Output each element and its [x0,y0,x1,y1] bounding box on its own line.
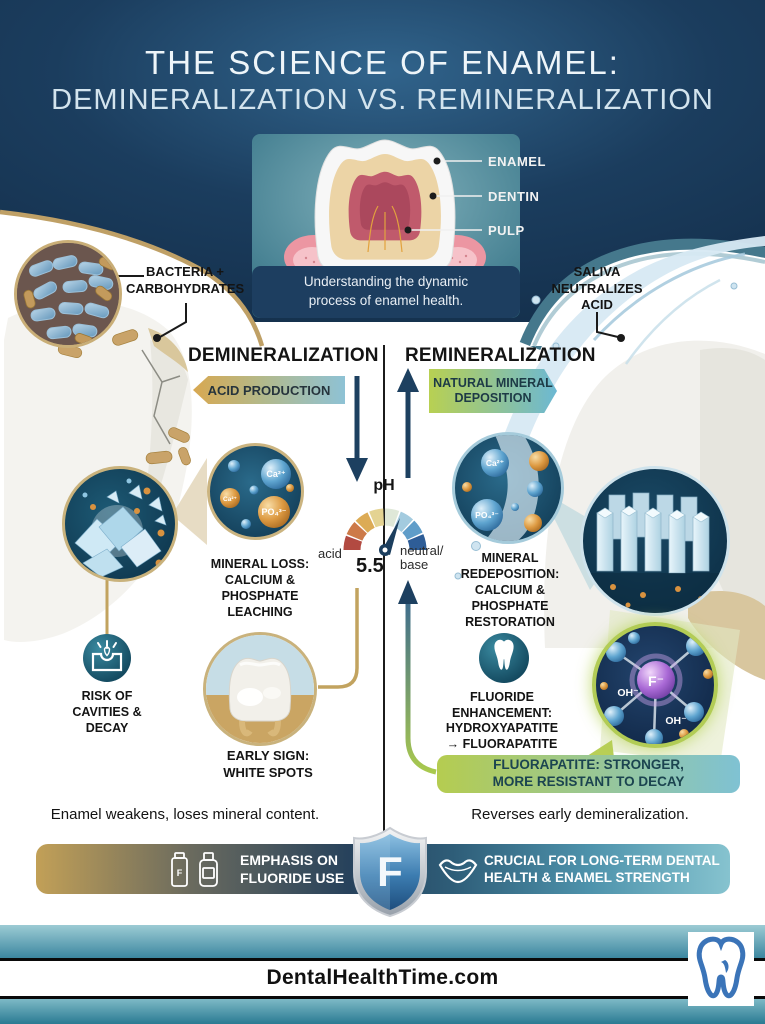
early-sign-circle [203,632,317,746]
hydroxide-label-1: OH⁻ [617,687,638,699]
fluorapatite-arrow-up [398,580,437,775]
fluorapatite-banner: FLUORAPATITE: STRONGER, MORE RESISTANT T… [437,755,740,793]
tube-letter: F [177,868,183,878]
natural-mineral-label: NATURAL MINERAL DEPOSITION [433,376,553,405]
fluoride-products-icon: F [171,852,218,887]
banner-pointer [584,740,614,758]
anatomy-connectors [408,160,482,231]
phosphate-ion-label-right: PO₄³⁻ [475,510,499,520]
hydroxide-label-2: OH⁻ [665,715,686,727]
saliva-callout: SALIVA NEUTRALIZES ACID [551,264,643,313]
phosphate-ion-label: PO₄³⁻ [261,507,286,517]
bacteria-icon [17,243,119,345]
dentin-label: DENTIN [488,189,540,204]
bottom-bar-right-text: CRUCIAL FOR LONG-TERM DENTAL HEALTH & EN… [484,853,720,886]
page-title-line1: THE SCIENCE OF ENAMEL: [145,44,620,81]
ph-acid-label: acid [318,546,342,561]
ph-neutral-label: neutral/ base [400,543,444,573]
demineralization-arrow-down [346,376,368,482]
caption-text: Understanding the dynamic process of ena… [303,274,469,308]
right-summary: Reverses early demineralization. [471,806,689,823]
natural-mineral-badge: NATURAL MINERAL DEPOSITION [429,369,557,413]
tooth-icon [494,639,514,670]
mineral-loss-text: MINERAL LOSS: CALCIUM & PHOSPHATE LEACHI… [210,557,310,619]
calcium-ion-label: Ca²⁺ [266,469,286,479]
footer-band-bottom [0,999,765,1024]
restored-enamel-circle [580,466,730,616]
ion-spheres-left: Ca²⁺ Ca²⁺ PO₄³⁻ [220,459,294,529]
footer-band-top [0,925,765,958]
cavity-icon [91,640,123,672]
enamel-rods-icon [583,492,727,613]
acid-production-badge: ACID PRODUCTION [193,376,345,404]
calcium-ion-label-small: Ca²⁺ [223,496,237,503]
risk-cavities-circle [83,634,131,682]
bacteria-circle [14,240,122,348]
tooth-logo-icon [696,936,746,999]
fluorapatite-molecule-circle: F⁻ OH⁻ OH⁻ [592,622,718,748]
molecule-icon: F⁻ OH⁻ OH⁻ [600,632,713,744]
demineralization-heading: DEMINERALIZATION [188,345,379,366]
page-title-line2: DEMINERALIZATION VS. REMINERALIZATION [51,84,714,116]
ph-gauge [343,508,427,556]
footer-line-bottom [0,996,765,999]
caption-banner [252,266,520,318]
acid-production-label: ACID PRODUCTION [207,382,331,398]
mineral-redeposition-ions-circle: Ca²⁺ PO₄³⁻ [452,432,564,544]
pulp-label: PULP [488,223,525,238]
fluoride-ion-label: F⁻ [648,673,664,689]
fluorapatite-banner-text: FLUORAPATITE: STRONGER, MORE RESISTANT T… [492,757,685,789]
bacteria-callout: BACTERIA + CARBOHYDRATES [126,264,245,296]
risk-text: RISK OF CAVITIES & DECAY [72,689,142,735]
remineralization-heading: REMINERALIZATION [405,345,596,366]
beam-left [172,458,207,545]
tooth-cross-section [314,139,456,273]
enamel-crystal-loss-circle [62,466,178,582]
left-summary: Enamel weakens, loses mineral content. [50,806,320,823]
calcium-ion-label-right: Ca²⁺ [486,458,504,468]
bacteria-connectors [116,275,187,338]
footer-logo-box [688,932,754,1006]
footer-line-top [0,958,765,961]
enamel-label: ENAMEL [488,154,546,169]
ph-value: 5.5 [356,555,384,577]
footer-white-band [0,961,765,996]
fluoride-text: FLUORIDE ENHANCEMENT: HYDROXYAPATITE → F… [445,690,559,751]
footer-site: DentalHealthTime.com [266,966,499,989]
white-spots-tooth-icon [206,635,314,743]
smile-icon [438,859,478,884]
mineral-redeposition-text: MINERAL REDEPOSITION: CALCIUM & PHOSPHAT… [460,551,560,629]
bottom-bar-left-text: EMPHASIS ON FLUORIDE USE [240,852,345,886]
gold-curve [0,209,265,347]
early-sign-text: EARLY SIGN: WHITE SPOTS [223,748,313,780]
ion-spheres-right: Ca²⁺ PO₄³⁻ [462,435,549,541]
remineralization-arrow-up [397,368,419,478]
ph-title: pH [373,477,395,494]
gold-connector [318,588,359,689]
fluoride-shield-icon: F [353,826,427,918]
fluoride-circle [479,633,529,683]
saliva-connector [596,312,619,338]
mineral-loss-ions-circle: Ca²⁺ Ca²⁺ PO₄³⁻ [207,443,304,540]
shield-letter: F [377,848,403,895]
crystal-break-icon [74,478,167,578]
